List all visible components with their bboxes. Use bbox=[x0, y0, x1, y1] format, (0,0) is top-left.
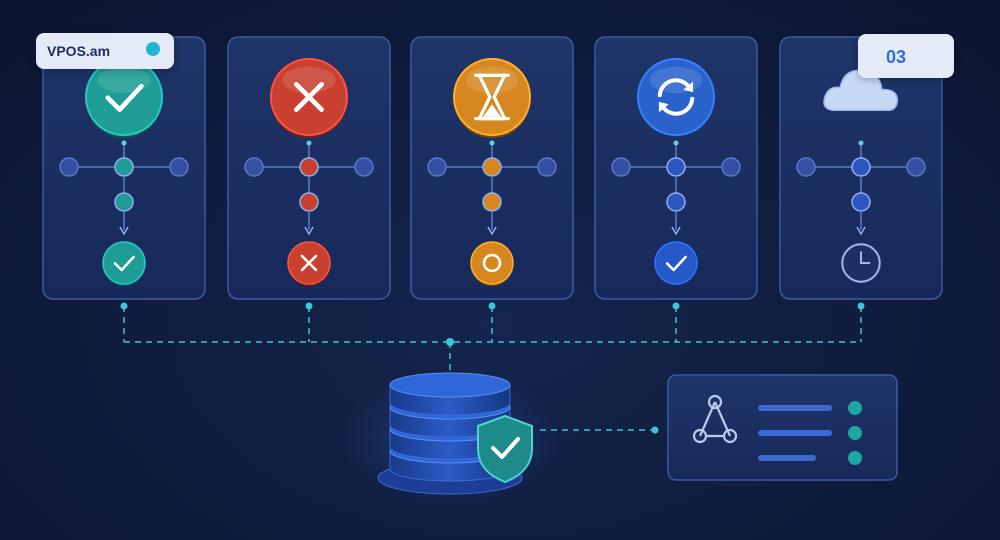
cross-icon bbox=[294, 82, 324, 112]
status-circle bbox=[637, 58, 715, 136]
status-card-cloud bbox=[779, 36, 943, 300]
node bbox=[537, 157, 557, 177]
status-card-refresh bbox=[594, 36, 758, 300]
arrow-icon bbox=[487, 226, 497, 236]
node bbox=[796, 157, 816, 177]
bus-dot bbox=[488, 302, 496, 310]
node bbox=[851, 192, 871, 212]
result-circle bbox=[654, 241, 698, 285]
integration-panel bbox=[667, 374, 898, 481]
list-bullet bbox=[848, 451, 862, 465]
status-circle bbox=[453, 58, 531, 136]
node-dot bbox=[121, 140, 127, 146]
brand-name: VPOS.am bbox=[47, 43, 111, 59]
check-icon bbox=[105, 83, 144, 112]
bus-dot bbox=[305, 302, 313, 310]
arrow-icon bbox=[119, 226, 129, 236]
node-dot bbox=[858, 140, 864, 146]
node bbox=[114, 157, 134, 177]
hourglass-icon bbox=[474, 73, 510, 121]
bus-dot bbox=[857, 302, 865, 310]
page-number-badge: 03 bbox=[858, 34, 954, 78]
node bbox=[666, 157, 686, 177]
cross-icon bbox=[300, 254, 318, 272]
result-circle bbox=[470, 241, 514, 285]
db-disk-top bbox=[389, 372, 511, 398]
node-dot bbox=[306, 140, 312, 146]
list-line bbox=[758, 455, 816, 461]
check-icon bbox=[491, 437, 520, 459]
node bbox=[244, 157, 264, 177]
result-circle bbox=[102, 241, 146, 285]
arrow-icon bbox=[304, 226, 314, 236]
list-line bbox=[758, 430, 832, 436]
status-cards bbox=[42, 36, 943, 300]
node bbox=[721, 157, 741, 177]
list-bullet bbox=[848, 401, 862, 415]
bus-dot bbox=[120, 302, 128, 310]
node bbox=[906, 157, 926, 177]
node bbox=[666, 192, 686, 212]
node bbox=[59, 157, 79, 177]
node bbox=[114, 192, 134, 212]
node-dot bbox=[673, 140, 679, 146]
node bbox=[299, 192, 319, 212]
brand-badge[interactable]: VPOS.am bbox=[36, 33, 174, 69]
arrow-icon bbox=[671, 226, 681, 236]
shield-icon bbox=[477, 414, 533, 484]
bus-dot bbox=[651, 426, 659, 434]
network-icon bbox=[692, 394, 738, 444]
database-stack bbox=[340, 370, 560, 510]
page-number: 03 bbox=[885, 47, 907, 67]
node bbox=[851, 157, 871, 177]
panel-frame bbox=[667, 374, 898, 481]
bus-dot bbox=[672, 302, 680, 310]
node bbox=[169, 157, 189, 177]
node bbox=[299, 157, 319, 177]
node bbox=[482, 157, 502, 177]
node bbox=[611, 157, 631, 177]
node-dot bbox=[489, 140, 495, 146]
check-icon bbox=[665, 255, 687, 272]
connector-bus bbox=[120, 302, 865, 434]
arrow-icon bbox=[856, 226, 866, 236]
bus-dot bbox=[446, 338, 454, 346]
node bbox=[354, 157, 374, 177]
status-dot bbox=[146, 42, 160, 56]
refresh-icon bbox=[657, 78, 695, 116]
status-card-declined bbox=[227, 36, 391, 300]
node bbox=[427, 157, 447, 177]
list-line bbox=[758, 405, 832, 411]
node bbox=[482, 192, 502, 212]
clock-icon bbox=[841, 243, 881, 283]
status-card-pending bbox=[410, 36, 574, 300]
status-card-approved bbox=[42, 36, 206, 300]
list-bullet bbox=[848, 426, 862, 440]
check-icon bbox=[113, 255, 135, 272]
circle-icon bbox=[482, 253, 502, 273]
